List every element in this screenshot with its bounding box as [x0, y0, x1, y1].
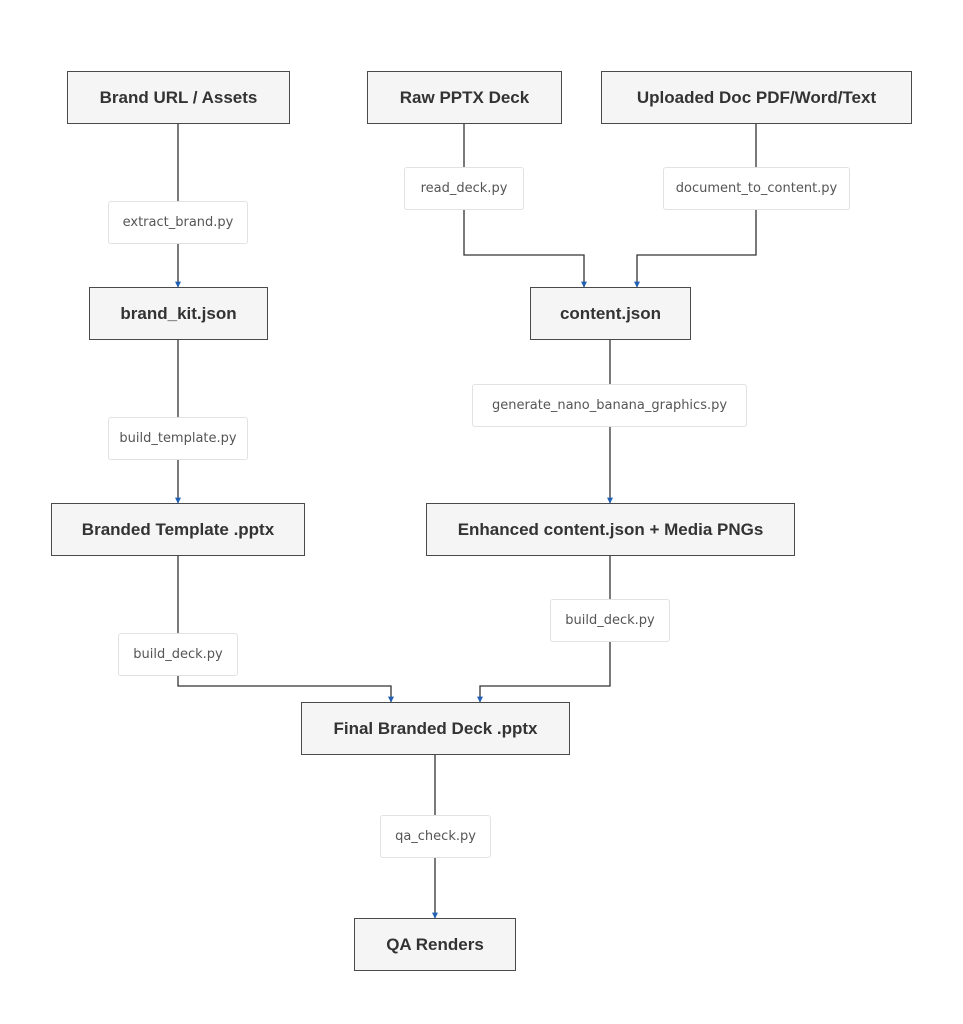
- edge-label-generate-graphics: generate_nano_banana_graphics.py: [472, 384, 747, 427]
- edge-label-qa-check: qa_check.py: [380, 815, 491, 858]
- node-branded-template: Branded Template .pptx: [51, 503, 305, 556]
- node-brand-kit-json: brand_kit.json: [89, 287, 268, 340]
- edge-label-read-deck: read_deck.py: [404, 167, 524, 210]
- node-uploaded-doc: Uploaded Doc PDF/Word/Text: [601, 71, 912, 124]
- edge-label-document-to-content: document_to_content.py: [663, 167, 850, 210]
- node-raw-pptx-deck: Raw PPTX Deck: [367, 71, 562, 124]
- edge-label-extract-brand: extract_brand.py: [108, 201, 248, 244]
- edge-label-build-template: build_template.py: [108, 417, 248, 460]
- edge-label-build-deck-right: build_deck.py: [550, 599, 670, 642]
- node-brand-url-assets: Brand URL / Assets: [67, 71, 290, 124]
- edge-template-to-final: [177, 556, 394, 703]
- node-content-json: content.json: [530, 287, 691, 340]
- edge-label-build-deck-left: build_deck.py: [118, 633, 238, 676]
- node-qa-renders: QA Renders: [354, 918, 516, 971]
- node-enhanced-content: Enhanced content.json + Media PNGs: [426, 503, 795, 556]
- node-final-branded-deck: Final Branded Deck .pptx: [301, 702, 570, 755]
